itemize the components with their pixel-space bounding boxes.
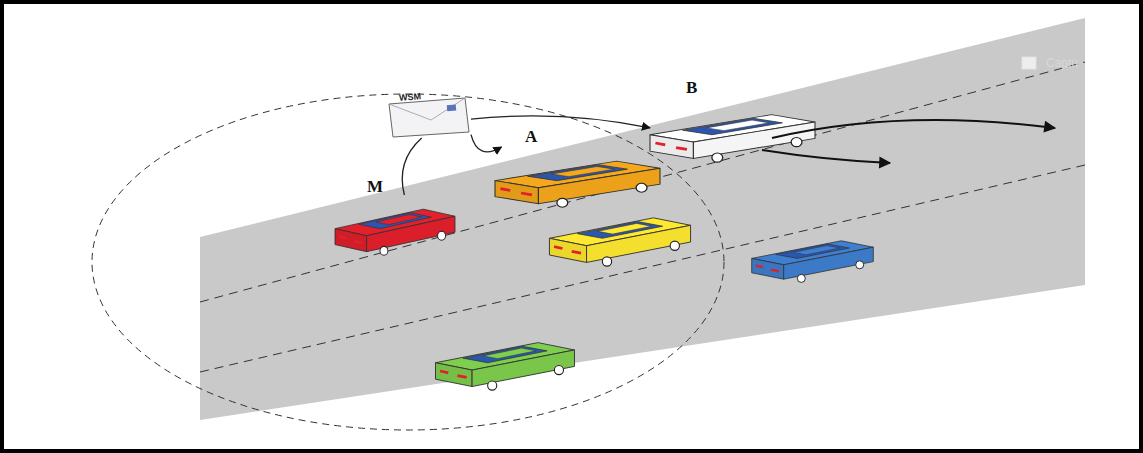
orange-car: A bbox=[495, 147, 660, 209]
message-arrow bbox=[402, 138, 421, 195]
white-car: B bbox=[650, 100, 815, 164]
car-shape bbox=[650, 100, 815, 164]
green-car bbox=[436, 343, 575, 391]
ui-icon bbox=[1022, 57, 1036, 69]
vehicle-label: B bbox=[686, 78, 697, 98]
message-envelope: WSM bbox=[385, 96, 471, 138]
message-label: WSM bbox=[399, 91, 422, 103]
vehicle-label: M bbox=[367, 177, 383, 197]
range-circle bbox=[92, 94, 724, 430]
car-shape bbox=[495, 147, 660, 209]
watermark-text: Captu bbox=[1046, 56, 1078, 70]
red-car: M bbox=[335, 195, 455, 257]
vehicle-label: A bbox=[525, 127, 537, 147]
lane-line bbox=[200, 62, 1085, 302]
car-shape bbox=[335, 195, 455, 257]
road bbox=[200, 18, 1085, 420]
envelope-icon bbox=[385, 96, 471, 138]
lane-line bbox=[200, 165, 1085, 372]
motion-arrow bbox=[772, 120, 1055, 138]
yellow-car bbox=[549, 218, 690, 266]
motion-arrow bbox=[762, 150, 890, 163]
message-arrow bbox=[471, 116, 650, 128]
message-arrow bbox=[471, 135, 502, 152]
blue-car bbox=[752, 241, 874, 283]
